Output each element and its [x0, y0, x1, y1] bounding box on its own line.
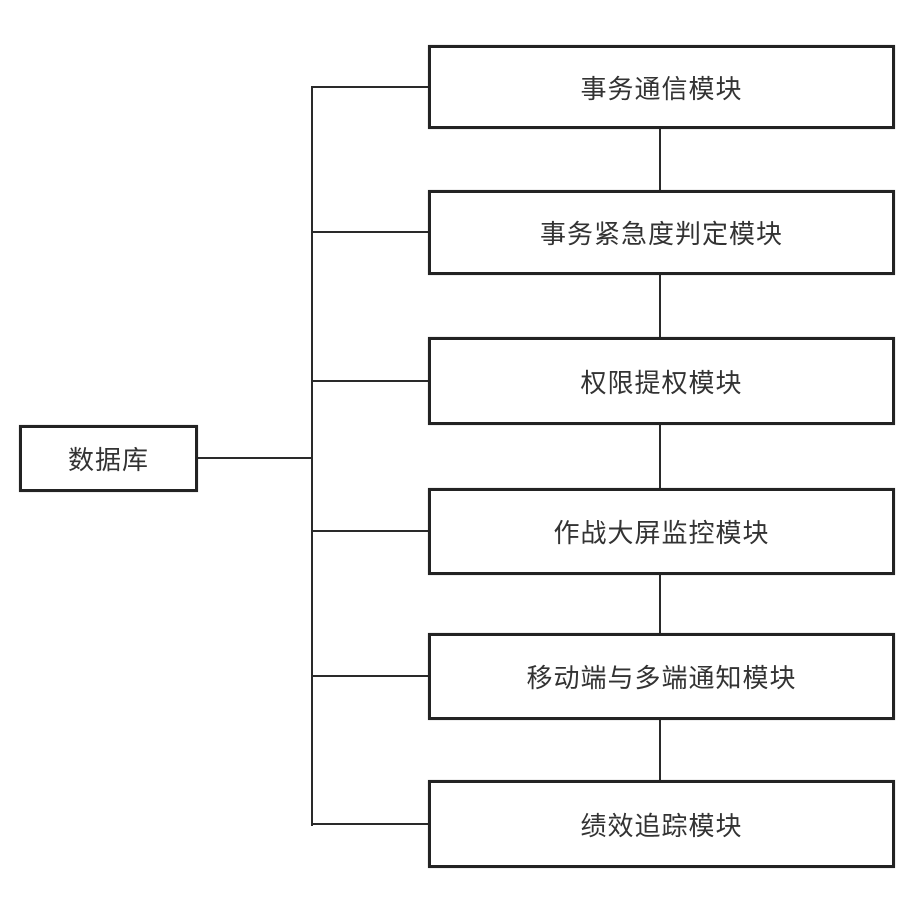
- branch-line-2: [311, 231, 429, 233]
- module-box-transaction-communication: 事务通信模块: [428, 45, 895, 129]
- branch-line-5: [311, 675, 429, 677]
- branch-line-3: [311, 380, 429, 382]
- module-box-mobile-multi-terminal-notification: 移动端与多端通知模块: [428, 633, 895, 720]
- module-join-line-4: [659, 574, 661, 634]
- module-label: 移动端与多端通知模块: [526, 663, 797, 693]
- module-label: 绩效追踪模块: [580, 810, 743, 841]
- branch-line-4: [311, 530, 429, 532]
- module-label: 事务紧急度判定模块: [539, 219, 783, 249]
- module-join-line-1: [659, 128, 661, 191]
- database-label: 数据库: [67, 445, 149, 475]
- module-label: 权限提权模块: [580, 367, 743, 398]
- trunk-line: [311, 86, 313, 826]
- module-label: 事务通信模块: [580, 73, 743, 104]
- module-box-battle-screen-monitoring: 作战大屏监控模块: [428, 488, 895, 575]
- module-join-line-2: [659, 274, 661, 338]
- module-join-line-5: [659, 719, 661, 781]
- module-label: 作战大屏监控模块: [553, 518, 770, 548]
- branch-line-1: [311, 86, 429, 88]
- module-join-line-3: [659, 424, 661, 489]
- module-box-performance-tracking: 绩效追踪模块: [428, 780, 895, 868]
- database-box: 数据库: [19, 425, 198, 492]
- database-connector-line: [196, 457, 312, 459]
- module-box-urgency-determination: 事务紧急度判定模块: [428, 190, 895, 275]
- branch-line-6: [311, 823, 429, 825]
- module-box-permission-elevation: 权限提权模块: [428, 337, 895, 425]
